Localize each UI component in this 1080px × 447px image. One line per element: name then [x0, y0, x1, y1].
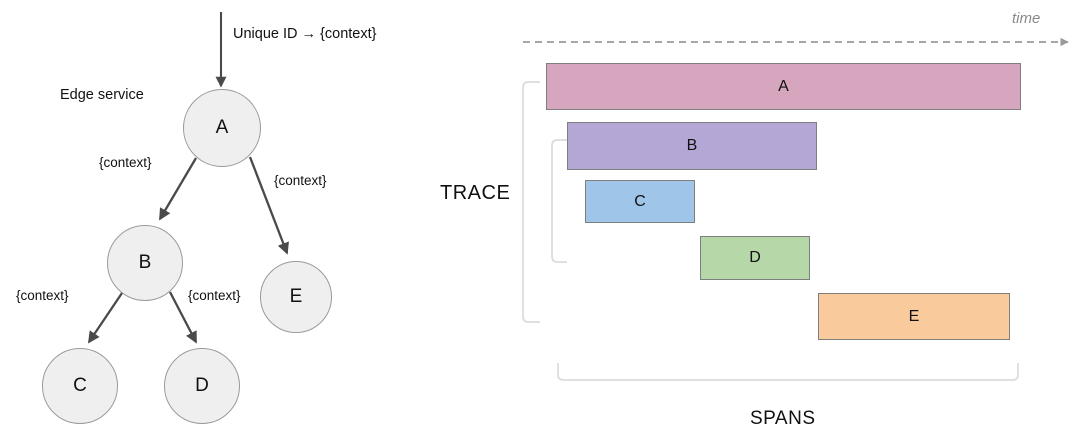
service-node-d[interactable]: D	[164, 348, 240, 424]
span-bar-d[interactable]: D	[700, 236, 810, 280]
edge-service-label: Edge service	[60, 87, 144, 103]
span-bar-label: B	[686, 137, 698, 154]
service-node-a[interactable]: A	[183, 89, 261, 167]
span-bar-a[interactable]: A	[546, 63, 1021, 110]
service-node-label: E	[289, 286, 303, 307]
span-bar-label: A	[778, 77, 789, 95]
edge-a-to-b	[159, 157, 197, 221]
spans-label: SPANS	[750, 408, 816, 429]
edge-a-to-e	[248, 156, 289, 255]
edge-label-a-to-e: {context}	[274, 173, 327, 188]
service-node-label: B	[138, 252, 152, 273]
service-node-label: D	[195, 375, 209, 396]
trace-label: TRACE	[440, 182, 511, 204]
span-bar-label: D	[749, 249, 761, 266]
spans-bottom-bracket	[557, 363, 1019, 381]
service-node-label: A	[215, 117, 229, 138]
service-node-c[interactable]: C	[42, 348, 118, 424]
service-node-e[interactable]: E	[260, 261, 332, 333]
trace-outer-bracket	[522, 81, 540, 323]
unique-id-context-label: Unique ID → {context}	[233, 26, 377, 42]
span-bar-c[interactable]: C	[585, 180, 695, 223]
edge-b-to-d	[168, 291, 198, 344]
span-bar-label: C	[634, 192, 646, 210]
edge-label-a-to-b: {context}	[99, 155, 152, 170]
time-axis-label: time	[1012, 10, 1041, 27]
edge-label-b-to-c: {context}	[16, 288, 69, 303]
service-node-label: C	[73, 375, 87, 396]
service-node-b[interactable]: B	[107, 225, 183, 301]
edge-b-to-c	[87, 292, 123, 344]
span-bar-label: E	[908, 307, 920, 325]
span-bar-b[interactable]: B	[567, 122, 817, 170]
trace-inner-bracket	[551, 139, 567, 263]
span-bar-e[interactable]: E	[818, 293, 1010, 340]
edge-label-b-to-d: {context}	[188, 288, 241, 303]
